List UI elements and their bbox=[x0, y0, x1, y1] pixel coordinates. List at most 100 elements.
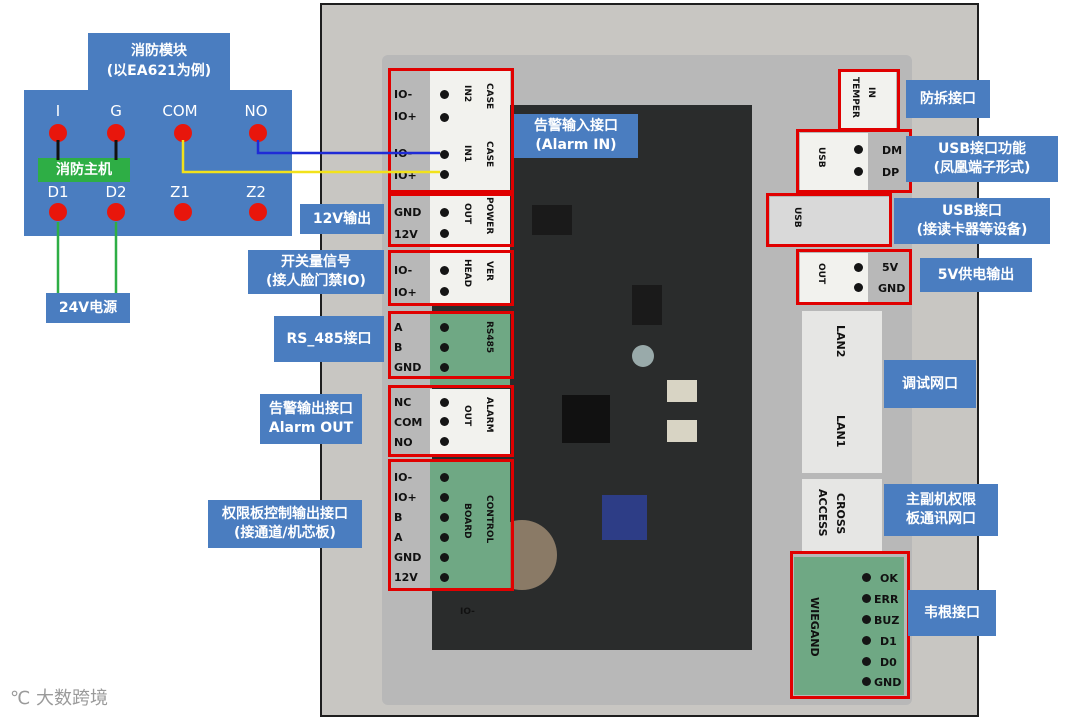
pin bbox=[440, 170, 449, 179]
highlight-alarm-in bbox=[388, 68, 514, 193]
tag-label: ACCESS bbox=[816, 489, 829, 537]
tamper-block bbox=[840, 71, 896, 131]
terminal-label-no: NO bbox=[244, 102, 268, 120]
callout-text: 板通讯网口 bbox=[906, 511, 976, 527]
callout-text: 主副机权限 bbox=[906, 492, 976, 508]
callout-master-slave-lan: 主副机权限 板通讯网口 bbox=[884, 484, 998, 536]
tag-label: WIEGAND bbox=[808, 597, 821, 657]
callout-tamper: 防拆接口 bbox=[906, 80, 990, 118]
pin bbox=[862, 594, 871, 603]
pin-label: IO- bbox=[394, 471, 413, 484]
access-cross-port bbox=[802, 479, 882, 551]
callout-usb: USB接口 (接读卡器等设备) bbox=[894, 198, 1050, 244]
board-photo: IO- IO+ IO- IO+ GND 12V IO- IO+ A B GND … bbox=[320, 3, 979, 717]
terminal-z2 bbox=[249, 203, 267, 221]
callout-rs485: RS_485接口 bbox=[274, 316, 384, 362]
capacitor bbox=[632, 345, 654, 367]
pin-label: COM bbox=[394, 416, 423, 429]
callout-text: 告警输出接口 bbox=[269, 401, 353, 417]
pin bbox=[440, 266, 449, 275]
tag-label: USB bbox=[816, 147, 826, 168]
lan-ports bbox=[802, 311, 882, 473]
highlight-board-control bbox=[388, 459, 514, 591]
pin-label: 5V bbox=[882, 261, 899, 274]
pin-label: IO+ bbox=[394, 110, 417, 123]
pin-label: 12V bbox=[394, 571, 418, 584]
watermark: ℃ 大数跨境 bbox=[10, 684, 108, 710]
terminal-d1 bbox=[49, 203, 67, 221]
callout-text: (接读卡器等设备) bbox=[916, 222, 1028, 238]
tag-label: USB bbox=[792, 207, 802, 228]
watermark-logo-icon: ℃ bbox=[10, 688, 31, 709]
pin-label: GND bbox=[394, 551, 422, 564]
pin bbox=[440, 363, 449, 372]
wire-yellow bbox=[181, 140, 440, 174]
pin-label: GND bbox=[394, 206, 422, 219]
callout-wiegand: 韦根接口 bbox=[908, 590, 996, 636]
tag-label: ALARM bbox=[484, 397, 494, 433]
terminal-z1 bbox=[174, 203, 192, 221]
terminal-label-com: COM bbox=[162, 102, 198, 120]
pin-label: DP bbox=[882, 166, 900, 179]
tag-label: HEAD bbox=[462, 259, 472, 288]
pin bbox=[440, 553, 449, 562]
pin-label: IO- bbox=[394, 88, 413, 101]
pin bbox=[440, 150, 449, 159]
callout-text: RS_485接口 bbox=[286, 330, 372, 347]
terminal-label-d1: D1 bbox=[47, 183, 69, 201]
pin-label: D1 bbox=[880, 635, 897, 648]
pin-label: A bbox=[394, 321, 403, 334]
highlight-5v-out bbox=[796, 249, 912, 305]
callout-text: (凤凰端子形式) bbox=[933, 160, 1031, 176]
highlight-rs485 bbox=[388, 311, 514, 379]
callout-text: 韦根接口 bbox=[924, 604, 980, 621]
tag-label: OUT bbox=[816, 263, 826, 285]
tag-label: IN bbox=[866, 87, 876, 98]
tag-label: OUT bbox=[462, 203, 472, 225]
pin bbox=[440, 437, 449, 446]
terminal-block-control bbox=[430, 461, 510, 591]
terminal-label-i: I bbox=[55, 102, 61, 120]
pin bbox=[440, 493, 449, 502]
callout-5v-out: 5V供电输出 bbox=[920, 258, 1032, 292]
pin-label: A bbox=[394, 531, 403, 544]
pin bbox=[440, 287, 449, 296]
main-chip bbox=[562, 395, 610, 443]
highlight-switch-signal bbox=[388, 250, 514, 306]
pin-label: NC bbox=[394, 396, 412, 409]
pin bbox=[440, 113, 449, 122]
pin-label: B bbox=[394, 511, 403, 524]
pin bbox=[440, 398, 449, 407]
blue-module bbox=[602, 495, 647, 540]
callout-text: 权限板控制输出接口 bbox=[222, 506, 348, 522]
fire-host-label: 消防主机 bbox=[38, 158, 130, 182]
callout-text: 开关量信号 bbox=[281, 254, 351, 270]
pin bbox=[440, 323, 449, 332]
terminal-label-g: G bbox=[110, 102, 122, 120]
tag-label: CASE bbox=[484, 83, 494, 110]
chip-a bbox=[532, 205, 572, 235]
callout-board-control: 权限板控制输出接口 (接通道/机芯板) bbox=[208, 500, 362, 548]
pin bbox=[440, 417, 449, 426]
pin bbox=[440, 533, 449, 542]
pin bbox=[440, 90, 449, 99]
pin bbox=[440, 473, 449, 482]
callout-text: USB接口功能 bbox=[937, 141, 1027, 157]
pin bbox=[862, 636, 871, 645]
terminal-label-z2: Z2 bbox=[246, 183, 266, 201]
callout-text: (Alarm IN) bbox=[535, 137, 617, 153]
wiegand-block bbox=[794, 557, 904, 695]
pin-label: BUZ bbox=[874, 614, 900, 627]
tag-label: CROSS bbox=[834, 493, 847, 535]
callout-usb-function: USB接口功能 (凤凰端子形式) bbox=[906, 136, 1058, 182]
callout-text: 5V供电输出 bbox=[937, 266, 1015, 283]
usb-port bbox=[770, 197, 890, 245]
tag-label: POWER bbox=[484, 197, 494, 235]
terminal-no bbox=[249, 124, 267, 142]
pin bbox=[854, 263, 863, 272]
callout-alarm-out: 告警输出接口 Alarm OUT bbox=[260, 394, 362, 444]
tag-label: CASE bbox=[484, 141, 494, 168]
fire-module-title-line2: (以EA621为例) bbox=[106, 63, 212, 79]
pin-label: DM bbox=[882, 144, 903, 157]
